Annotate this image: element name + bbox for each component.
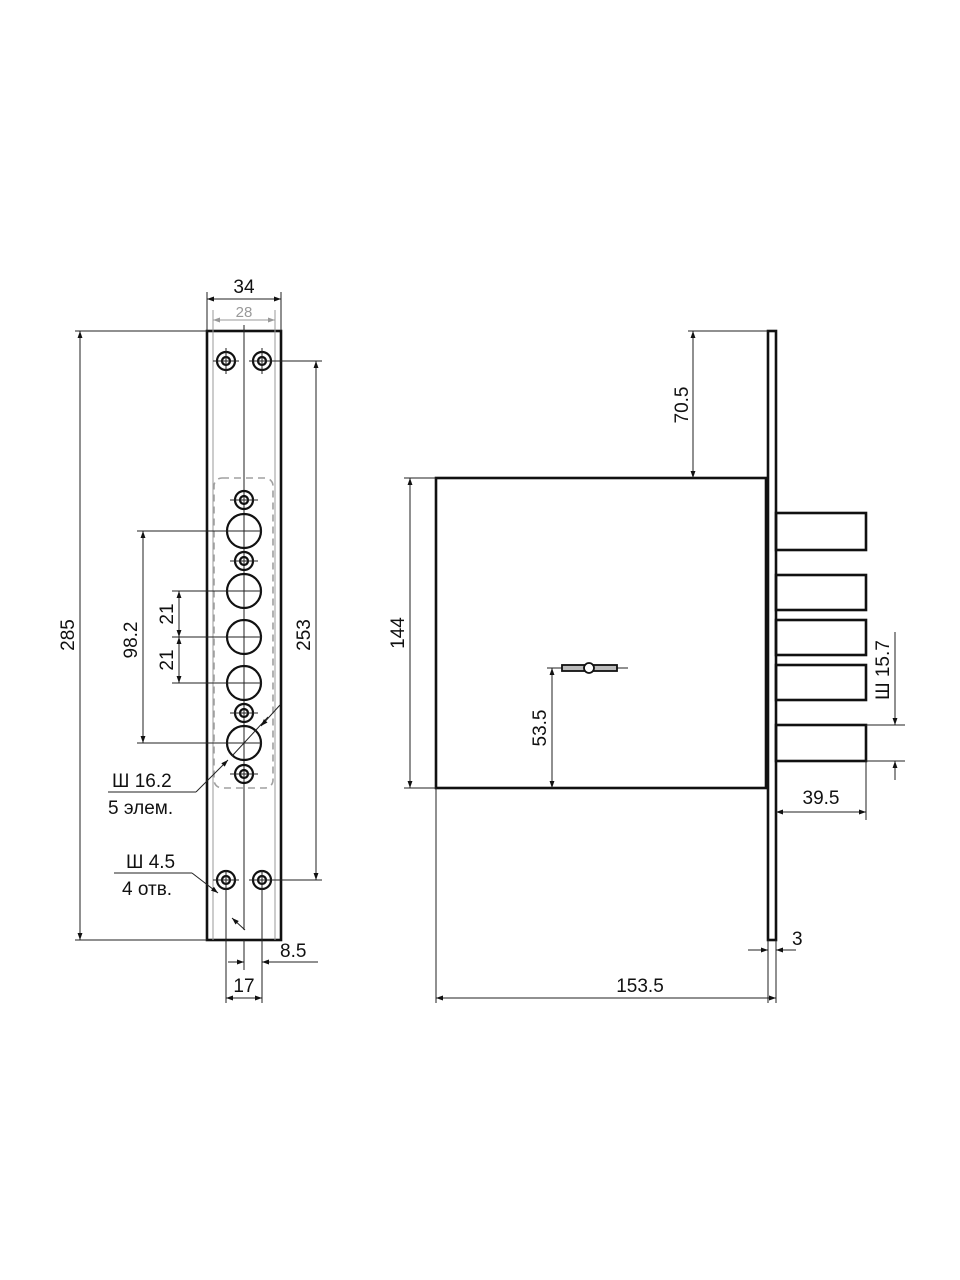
dim-bolt-span-98-2: 98.2 [121,622,142,659]
lock-body-outline-dashed [213,477,274,789]
lock-body [434,476,768,790]
mounting-hole [249,348,322,374]
dim-width-28: 28 [236,304,253,321]
bolts [774,511,868,763]
mounting-hole [249,869,322,1003]
mounting-holes [213,348,322,1003]
label-bolt-count: 5 элем. [108,798,173,819]
mounting-hole [213,869,239,1003]
dim-bolt-projection-39-5: 39.5 [803,788,840,809]
dim-keyhole-height-53-5: 53.5 [530,710,551,747]
dim-bolt-pitch-2: 21 [157,649,178,670]
dim-bolt-diameter-15-7: Ш 15.7 [873,640,894,700]
dim-body-height-144: 144 [388,617,409,649]
dim-top-offset-70-5: 70.5 [672,387,693,424]
small-screws [230,489,258,785]
label-hole-count: 4 отв. [122,879,172,900]
label-hole-diameter: Ш 4.5 [126,852,175,873]
faceplate-view: 34 28 285 253 98.2 21 21 Ш 16.2 5 элем. [58,277,322,1003]
dim-width-34: 34 [233,277,255,298]
dim-bolt-pitch-1: 21 [157,603,178,624]
mounting-hole [213,348,239,374]
dim-faceplate-thickness-3: 3 [792,929,803,950]
dim-height-285: 285 [58,619,79,651]
dim-hole-spacing-17: 17 [233,976,254,997]
keyhole [547,662,628,674]
label-bolt-diameter: Ш 16.2 [112,771,172,792]
side-view: 70.5 144 53.5 Ш 15.7 39.5 3 153.5 [388,329,905,1003]
dim-height-253: 253 [294,619,315,651]
dim-hole-offset-8-5: 8.5 [280,941,306,962]
dim-total-depth-153-5: 153.5 [616,976,664,997]
